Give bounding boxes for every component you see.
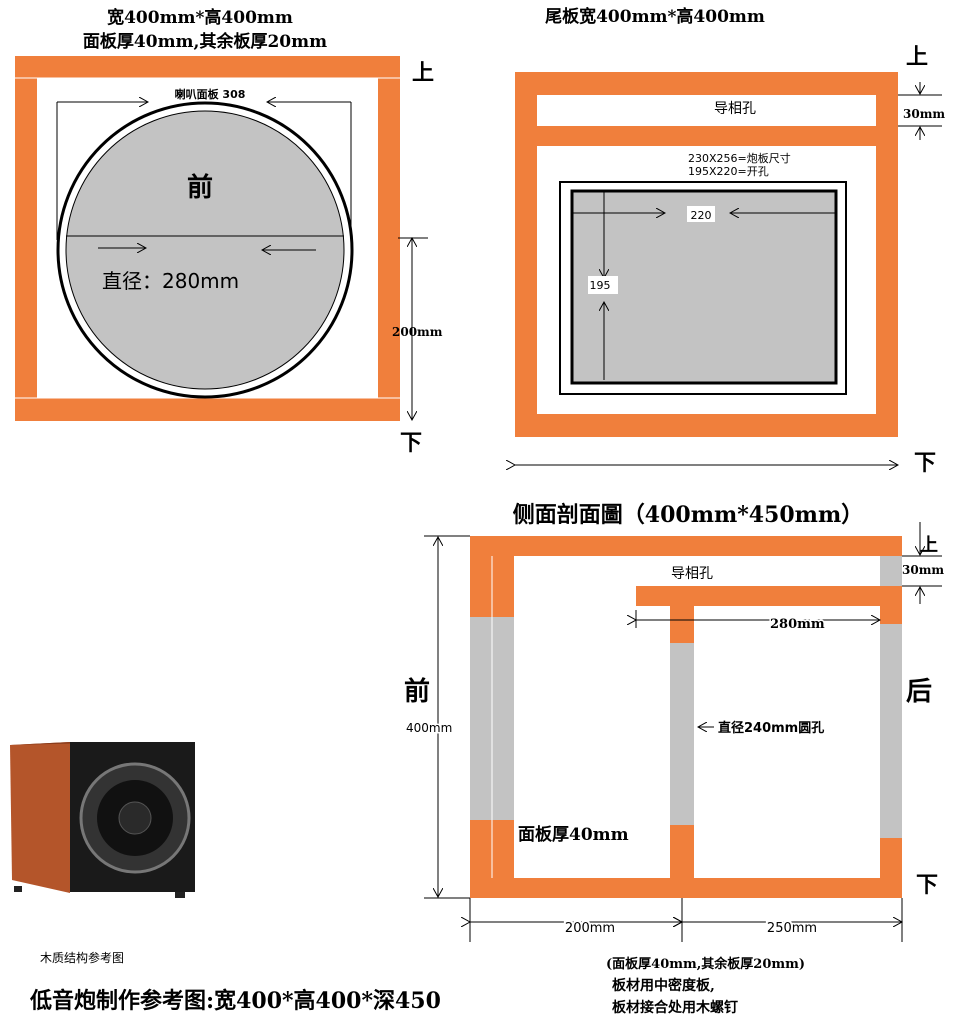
- divider-hole: [670, 643, 694, 825]
- reference-caption: 木质结构参考图: [40, 950, 124, 965]
- rear-port-dim: 30mm: [903, 107, 945, 121]
- rear-port-label: 导相孔: [714, 101, 756, 117]
- cutout-size-label: 195X220=开孔: [688, 165, 769, 178]
- front-depth-dim: 200mm: [565, 921, 615, 936]
- section-top-label: 上: [920, 535, 938, 556]
- front-title-1: 宽400mm*高400mm: [107, 7, 293, 28]
- rear-bottom-label: 下: [914, 450, 936, 476]
- front-label: 前: [187, 172, 213, 203]
- rear-port-opening: [537, 95, 876, 126]
- section-height-dim: 400mm: [406, 721, 452, 735]
- section-bottom-label: 下: [916, 872, 938, 898]
- cutout-height-dim: 195: [590, 279, 611, 292]
- section-view: 侧面剖面圖（400mm*450mm） 导相孔 280mm 30mm 上 前 后 …: [404, 502, 944, 942]
- top-board: [470, 536, 902, 556]
- footer-note-2: 板材用中密度板,: [612, 977, 715, 994]
- back-depth-dim: 250mm: [767, 921, 817, 936]
- port-shelf: [636, 586, 880, 606]
- front-height-dim: 200mm: [392, 325, 443, 339]
- rear-title: 尾板宽400mm*高400mm: [545, 6, 765, 27]
- rear-top-label: 上: [906, 44, 928, 70]
- plate-size-label: 230X256=炮板尺寸: [688, 151, 791, 165]
- front-title-2: 面板厚40mm,其余板厚20mm: [83, 31, 327, 52]
- front-top-label: 上: [412, 60, 434, 86]
- bottom-board: [470, 878, 902, 898]
- diameter-label: 直径：280mm: [102, 269, 239, 293]
- section-port-dim: 30mm: [902, 563, 944, 577]
- rear-view: 尾板宽400mm*高400mm 导相孔 230X256=炮板尺寸 195X220…: [515, 6, 945, 476]
- section-port-label: 导相孔: [671, 566, 713, 582]
- section-back-label: 后: [906, 677, 932, 707]
- section-title: 侧面剖面圖（400mm*450mm）: [513, 502, 863, 528]
- front-bottom-label: 下: [400, 430, 422, 456]
- cutout-width-dim: 220: [691, 209, 712, 222]
- footer-title: 低音炮制作参考图:宽400*高400*深450: [29, 988, 441, 1014]
- hole-label: 直径240mm圆孔: [718, 720, 824, 736]
- rear-board-hole: [880, 624, 902, 838]
- front-view: 宽400mm*高400mm 面板厚40mm,其余板厚20mm 喇叭面板 308 …: [15, 7, 443, 456]
- subwoofer-reference-image: 木质结构参考图: [10, 742, 195, 965]
- port-length-dim: 280mm: [770, 617, 825, 632]
- speaker-label: 喇叭面板 308: [175, 87, 246, 101]
- speaker-cutout: [65, 110, 345, 390]
- section-front-label: 前: [404, 676, 430, 707]
- panel-thickness-label: 面板厚40mm: [518, 824, 629, 845]
- footer-note-3: 板材接合处用木螺钉: [612, 999, 738, 1016]
- footer-note-1: (面板厚40mm,其余板厚20mm): [606, 956, 805, 972]
